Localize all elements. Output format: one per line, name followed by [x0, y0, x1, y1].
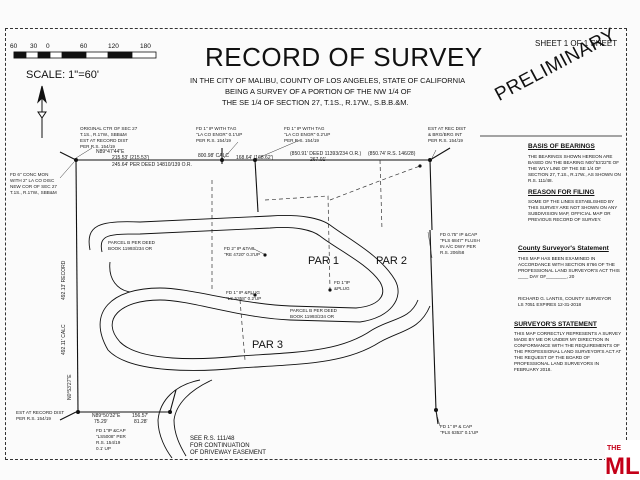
parcel-label-2: PAR 2 [376, 255, 407, 267]
note-fd-075: FD 0.75" IP &CAP "PLS 6847" FLUSH IN A/C… [440, 232, 480, 255]
county-sign: RICHARD G. LANTIS, COUNTY SURVEYOR LS 70… [518, 296, 612, 307]
subtitle-line-1: IN THE CITY OF MALIBU, COUNTY OF LOS ANG… [190, 76, 466, 85]
svg-text:THE: THE [607, 445, 621, 452]
dim-bottom-2: 75.29' [94, 419, 108, 425]
scale-tick-1: 30 [30, 43, 38, 50]
subtitle-line-2: BEING A SURVEY OF A PORTION OF THE NW 1/… [225, 87, 412, 96]
note-fd-1-cap-bottom: FD 1"IP &CAP "LS5008" PER R.S. 154/19 0.… [96, 428, 126, 451]
scale-tick-0: 60 [10, 43, 18, 50]
dim-left-1: 492.13' RECORD [61, 260, 67, 300]
parcel-label-1: PAR 1 [308, 255, 339, 267]
scale-tick-4: 120 [108, 43, 119, 50]
note-corner-ne: EST AT REC DIST & BRG/BRG INT PER R.S. 1… [428, 126, 467, 143]
dim-top-2: 215.53' (215.53') [112, 155, 150, 161]
page-title: RECORD OF SURVEY [205, 42, 483, 72]
dim-left-2: 492.11' CALC [61, 324, 67, 355]
note-fd-6-conc: FD 6" CONC MON WITH 2" LA CO DISC NEW CO… [10, 172, 57, 195]
basis-heading: BASIS OF BEARINGS [528, 143, 595, 150]
county-text: THIS MAP HAS BEEN EXAMINED IN ACCORDANCE… [518, 256, 620, 279]
note-see-rs: SEE R.S. 111/48 FOR CONTINUATION OF DRIV… [190, 436, 266, 456]
survey-monuments [74, 158, 438, 414]
dim-bottom-4: 81.28' [134, 419, 148, 425]
scale-label: SCALE: 1"=60' [26, 69, 99, 81]
scale-tick-5: 180 [140, 43, 151, 50]
note-fd-1-cap-right: FD 1" IP & CAP "PLS 6353" 0.1'UP [440, 424, 479, 435]
dim-top-7: 267.01' [310, 157, 327, 163]
note-tag-top-left: FD 1" IP WITH TAG "LA CO ENGR" 0.1'UP PE… [196, 126, 243, 143]
dim-top-5: 168.64' (168.62') [236, 155, 274, 161]
map-border [5, 28, 627, 460]
dim-top-6: (850.91' DEED 11393/234 O.R.) [290, 151, 362, 157]
surveyor-text: THIS MAP CORRECTLY REPRESENTS A SURVEY M… [514, 331, 622, 372]
dim-left-3: N0°53'27"E [67, 374, 73, 400]
internal-lines [211, 159, 421, 361]
note-est-rec-bottom: EST AT RECORD DIST PER R.S. 154/19 [16, 410, 65, 421]
dim-top-4: 800.98' CALC [198, 153, 229, 159]
reason-heading: REASON FOR FILING [528, 189, 595, 196]
note-parcel-b-upper: PARCEL B PER DEED BOOK 11993/234 OR [108, 240, 155, 251]
note-fd-1-plug-par1: FD 1"IP &PLUG [334, 280, 350, 291]
north-arrow-icon [37, 85, 47, 138]
note-fd-1-plug: FD 1" IP &PLUG "LS 5358" 0.2'UP [226, 290, 262, 301]
note-tag-top-mid: FD 1" IP WITH TAG "LA CO ENGR" 0.2'UP PE… [284, 126, 331, 143]
dim-top-1: N89°47'44"E [96, 149, 125, 155]
watermark-logo: THE ML [605, 440, 640, 480]
reason-text: SOME OF THE LINES ESTABLISHED BY THIS SU… [528, 199, 618, 222]
svg-text:ML: ML [605, 453, 640, 480]
county-heading: County Surveyor's Statement [518, 245, 609, 252]
scale-bar [13, 51, 157, 59]
leader-lines [59, 139, 441, 427]
note-corner-nw: ORIGINAL CTR OF SEC 27 T.1S., R.17W., SB… [80, 126, 138, 149]
note-parcel-b-lower: PARCEL B PER DEED BOOK 11993/234 OR [290, 308, 337, 319]
dim-bottom-1: N89°50'32"E [92, 413, 121, 419]
dim-top-3: 245.64' PER DEED 14810/139 O.R. [112, 162, 192, 168]
surveyor-heading: SURVEYOR'S STATEMENT [514, 321, 597, 328]
scale-tick-2: 0 [46, 43, 50, 50]
boundary-lines [59, 147, 451, 425]
scale-tick-3: 60 [80, 43, 88, 50]
sheet-label: SHEET 1 OF 1 SHEET [535, 39, 618, 48]
driveway-easement [88, 215, 431, 459]
basis-text: THE BEARINGS SHOWN HEREON ARE BASED ON T… [528, 154, 621, 183]
dim-bottom-3: 156.57' [132, 413, 149, 419]
note-fd-2-ip: FD 2" IP &TAG "RE 4720" 0.3'UP [224, 246, 261, 257]
parcel-label-3: PAR 3 [252, 339, 283, 351]
dim-top-8: (850.74' R.S. 146/28) [368, 151, 416, 157]
subtitle-line-3: THE SE 1/4 OF SECTION 27, T.1S., R.17W.,… [222, 98, 409, 107]
